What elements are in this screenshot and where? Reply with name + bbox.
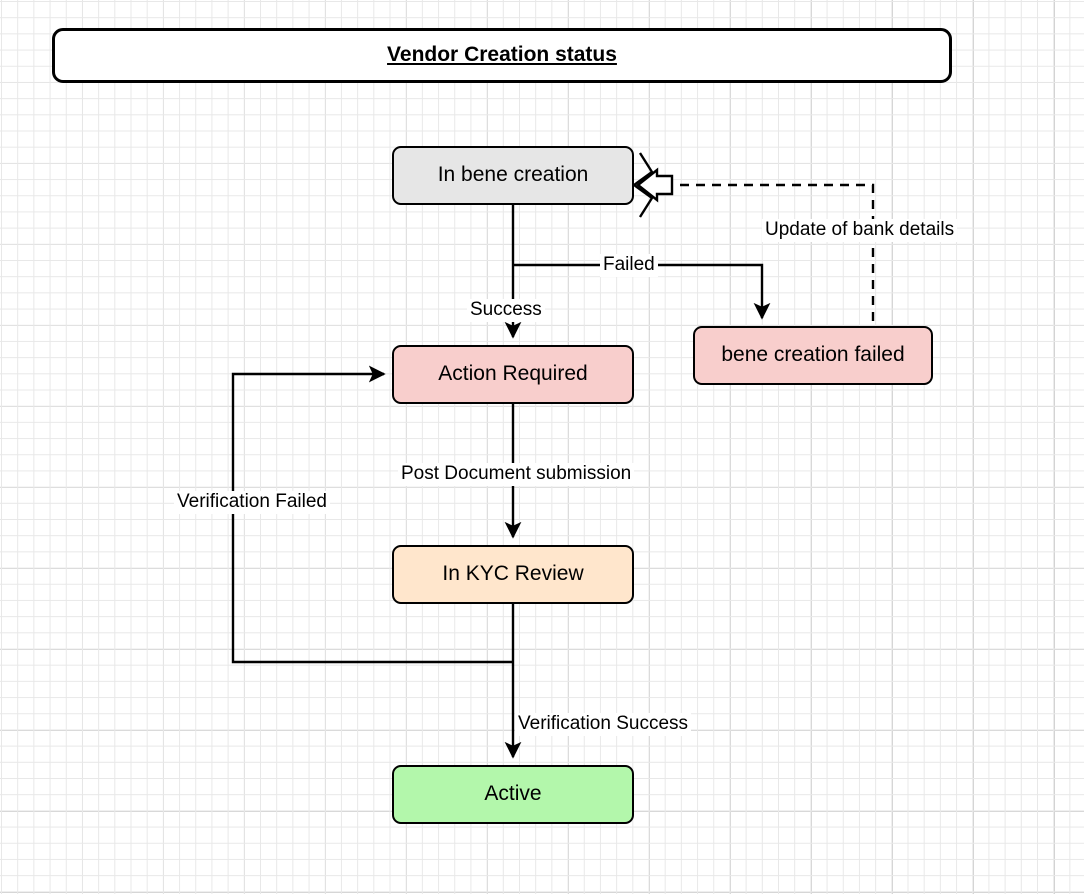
node-active[interactable]: Active	[392, 765, 634, 824]
edge-label-success: Success	[467, 299, 545, 322]
edge-label-verification-failed: Verification Failed	[174, 491, 330, 514]
edge-verification-failed	[231, 365, 513, 664]
block-arrow-head	[636, 167, 674, 203]
edge-label-failed: Failed	[600, 254, 658, 277]
edge-label-verification-success: Verification Success	[515, 713, 692, 736]
node-label: Active	[484, 782, 542, 806]
node-label: In KYC Review	[442, 562, 584, 586]
edge-label-post-document-submission: Post Document submission	[398, 463, 635, 486]
node-label: bene creation failed	[721, 343, 905, 367]
page-title: Vendor Creation status	[52, 28, 952, 83]
node-action-required[interactable]: Action Required	[392, 345, 634, 404]
node-in-kyc-review[interactable]: In KYC Review	[392, 545, 634, 604]
jump-zigzag	[631, 152, 654, 218]
node-label: Action Required	[438, 362, 588, 386]
edge-label-update-bank-details: Update of bank details	[762, 219, 958, 242]
node-label: In bene creation	[437, 163, 589, 187]
node-in-bene-creation[interactable]: In bene creation	[392, 146, 634, 205]
node-bene-creation-failed[interactable]: bene creation failed	[693, 326, 933, 385]
